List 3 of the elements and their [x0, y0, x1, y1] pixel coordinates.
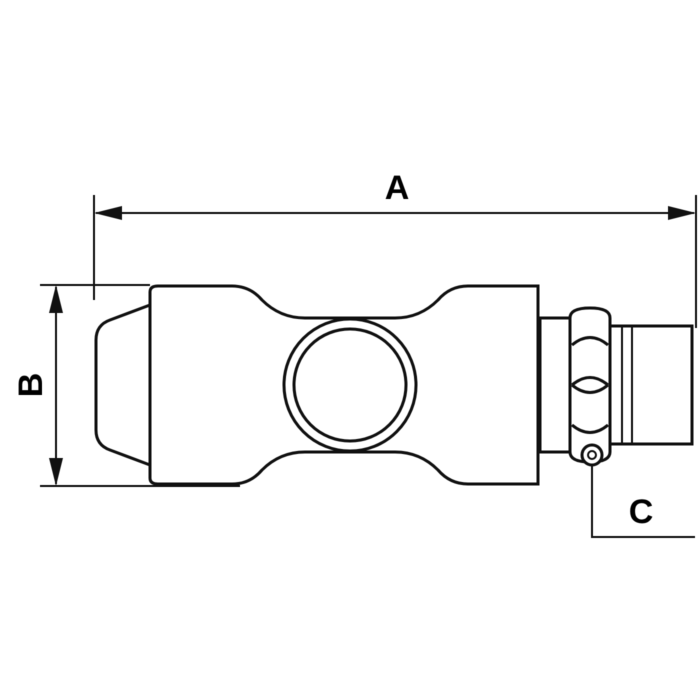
dimension-letter: A: [384, 168, 410, 208]
dimension-letter: C: [628, 492, 654, 532]
dimension-letter: B: [11, 372, 51, 400]
